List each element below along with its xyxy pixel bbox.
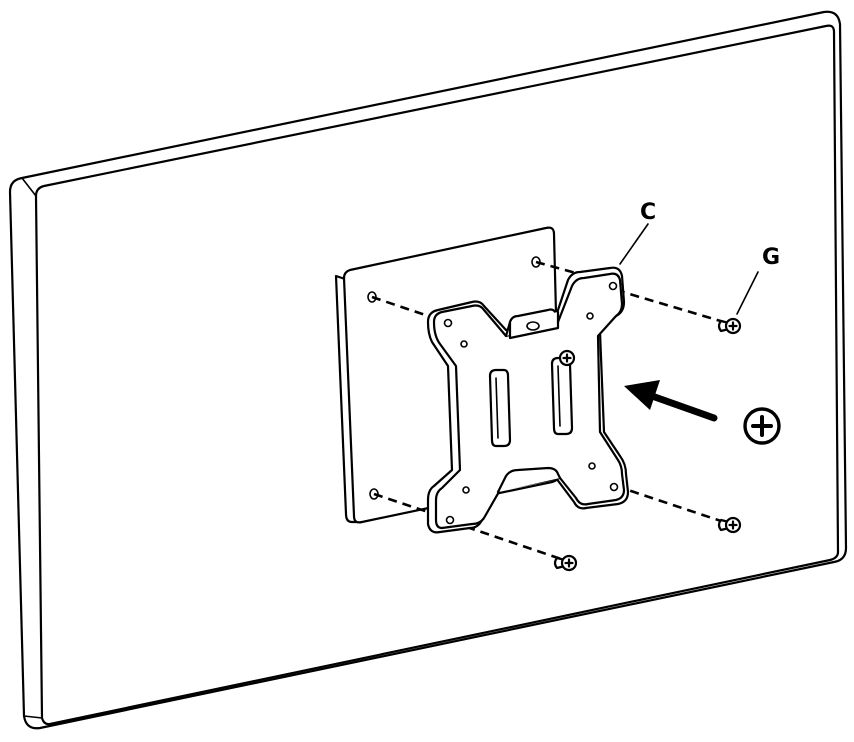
screw-bottom-right [717, 516, 742, 534]
callout-c-label: C [640, 200, 656, 225]
screw-bottom-left [553, 554, 578, 572]
screw-top-right [717, 317, 742, 335]
screw-bracket-top [558, 349, 576, 367]
vesa-adapter-bracket [426, 223, 649, 534]
arrow-icon [624, 380, 718, 422]
screw-callout-leader [736, 271, 759, 315]
plus-in-circle-icon [743, 407, 781, 445]
callout-g-label: G [762, 245, 780, 270]
